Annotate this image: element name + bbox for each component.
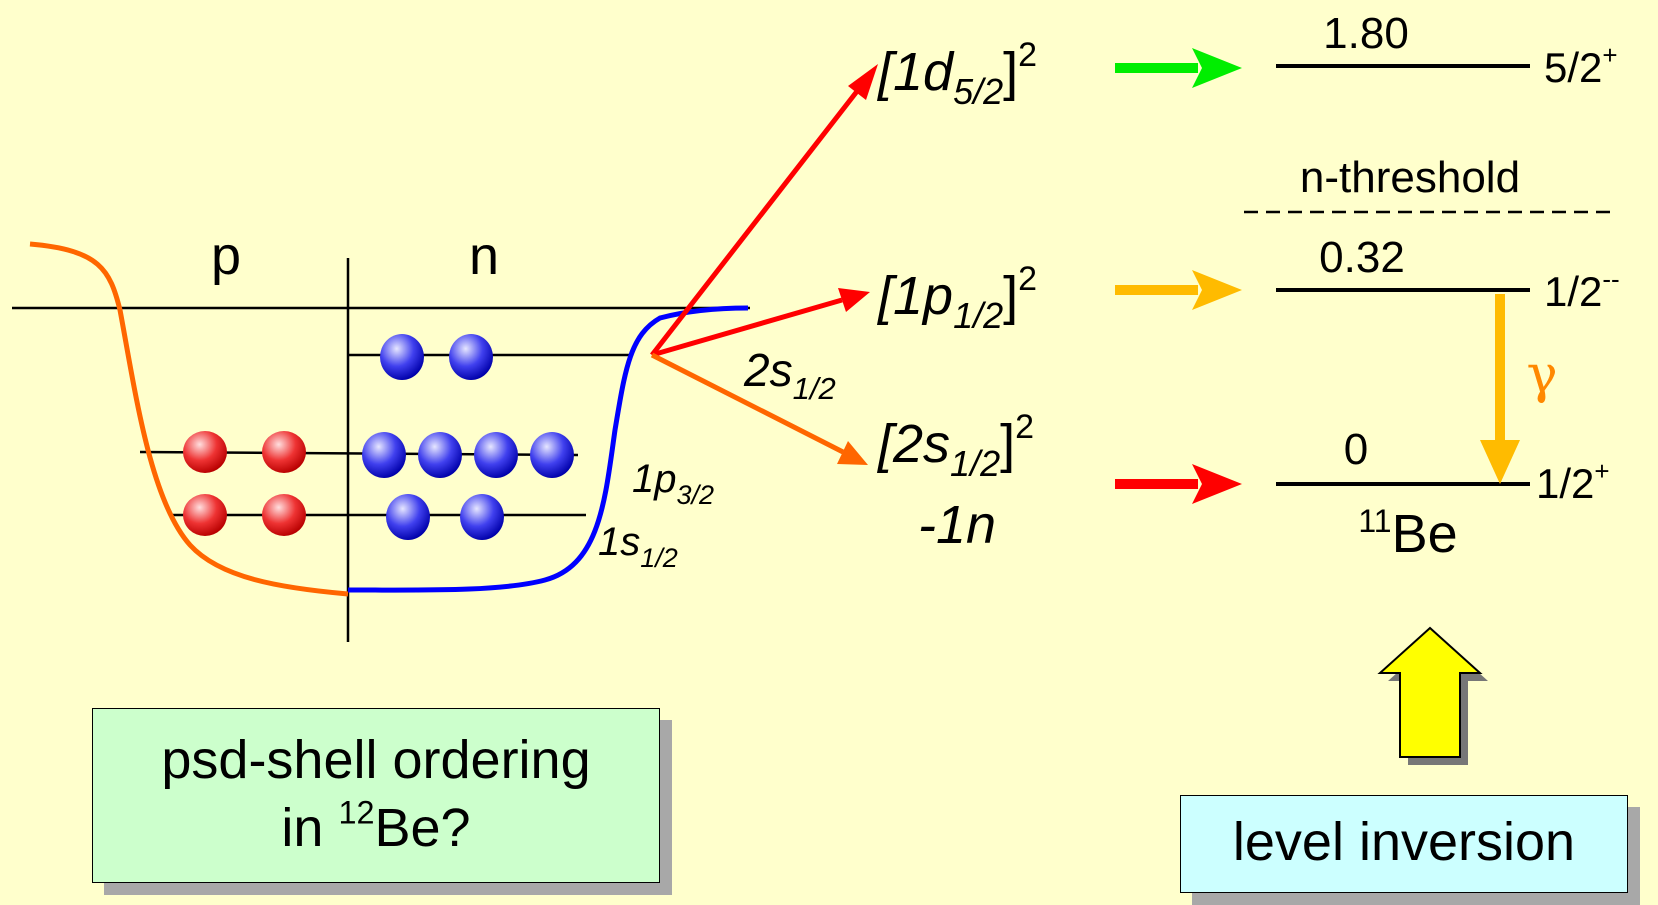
neutron — [449, 334, 493, 380]
inversion-up-arrow — [1377, 626, 1488, 765]
neutron — [380, 334, 424, 380]
arrow-head — [1192, 48, 1242, 88]
level-1s12-label: 1s1/2 — [598, 520, 678, 573]
neutron — [460, 494, 504, 540]
proton — [262, 431, 306, 473]
arrow-head — [837, 441, 868, 465]
proton — [183, 494, 227, 536]
proton-label: p — [211, 226, 241, 286]
arrow-to-2s12 — [650, 352, 845, 455]
level-1p32-label: 1p3/2 — [632, 457, 714, 510]
neutron-label: n — [469, 226, 499, 286]
neutron-potential-curve — [347, 305, 749, 593]
neutron — [362, 432, 406, 478]
excitation-arrows — [650, 64, 878, 465]
arrow-head — [848, 64, 878, 100]
nucleus-11be: 11Be — [1358, 503, 1457, 564]
inversion-box: level inversion — [1180, 795, 1628, 893]
spin-1-2-plus: 1/2+ — [1536, 456, 1610, 507]
spin-5-2: 5/2+ — [1544, 40, 1618, 91]
arrow-to-1p12 — [651, 297, 843, 358]
neutron — [530, 432, 574, 478]
mapping-arrows — [1115, 48, 1242, 504]
config-minus-1n: -1n — [918, 495, 996, 555]
config-2s12: [2s1/2]2 — [876, 408, 1034, 484]
protons — [183, 431, 306, 536]
arrow-head — [1192, 270, 1242, 310]
energy-0-32: 0.32 — [1319, 233, 1405, 282]
config-1p12: [1p1/2]2 — [876, 260, 1037, 336]
neutron — [418, 432, 462, 478]
question-line-2: in 12Be? — [281, 794, 471, 858]
energy-0: 0 — [1344, 425, 1368, 474]
gamma-symbol: γ — [1526, 345, 1557, 405]
n-threshold-label: n-threshold — [1300, 153, 1520, 202]
proton — [262, 494, 306, 536]
neutron — [386, 494, 430, 540]
spin-1-2-minus: 1/2-- — [1544, 264, 1620, 315]
question-line-1: psd-shell ordering — [161, 730, 591, 790]
neutron — [474, 432, 518, 478]
arrow-head — [1192, 464, 1242, 504]
level-scheme: 1.80 5/2+ n-threshold 0.32 1/2-- 0 1/2+ … — [1244, 9, 1620, 564]
config-1d52: [1d5/2]2 — [876, 36, 1037, 112]
potential-well: p n 1p3/2 1s1/2 — [12, 226, 750, 642]
neutrons — [362, 334, 574, 540]
energy-1-80: 1.80 — [1323, 9, 1409, 58]
arrow-to-1d52 — [650, 88, 860, 357]
arrow-head — [1480, 440, 1520, 484]
up-arrow — [1377, 626, 1483, 758]
mid-2s12-label: 2s1/2 — [743, 344, 836, 406]
arrow-head — [838, 288, 870, 312]
question-box: psd-shell ordering in 12Be? — [92, 708, 660, 883]
proton-potential-curve — [29, 241, 349, 597]
proton — [183, 431, 227, 473]
